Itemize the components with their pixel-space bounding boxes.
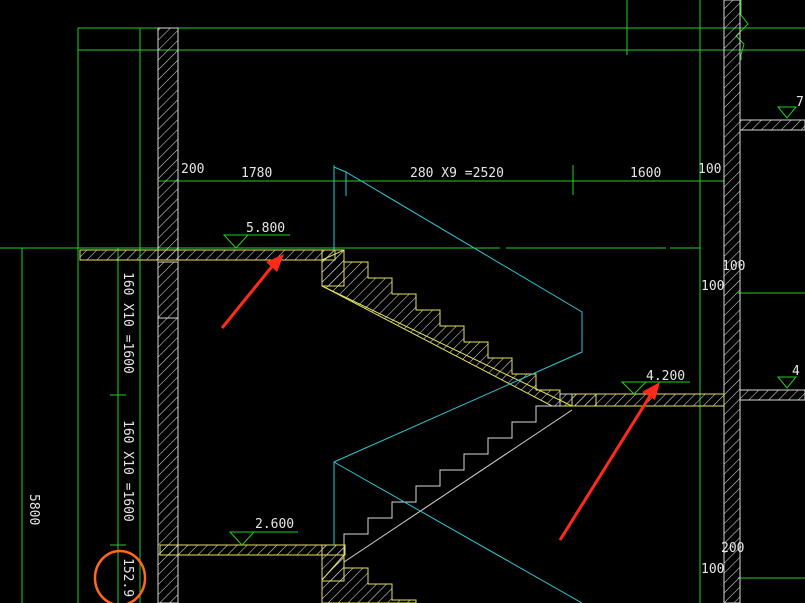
lower-stair-flight: [343, 393, 573, 563]
dim-100-right-a: 100: [722, 259, 745, 274]
upper-landing-slab: [79, 249, 345, 287]
dim-100-right-b: 100: [701, 279, 724, 294]
dim-200: 200: [181, 162, 204, 177]
level-marker-upper: [222, 234, 290, 249]
dim-100-right-c: 100: [701, 562, 724, 577]
left-wall: [157, 27, 179, 603]
dim-stair-run: 280 X9 =2520: [410, 166, 504, 181]
stair-outline-cyan: [333, 166, 583, 603]
dim-1780: 1780: [241, 166, 272, 181]
level-edge-mid: 4: [792, 364, 800, 379]
level-marker-mid: [620, 381, 690, 395]
dim-flight-lower: 160 X10 =1600: [120, 420, 135, 522]
dim-100-top: 100: [698, 162, 721, 177]
highlight-circle: [93, 549, 147, 603]
dim-circled-value: 152.9: [120, 558, 135, 597]
annotation-arrow-upper: [220, 254, 284, 329]
annotation-arrow-lower: [558, 382, 660, 541]
right-wall: [723, 0, 805, 603]
level-edge-top: 7: [796, 95, 804, 110]
level-marker-right: [776, 106, 798, 389]
upper-stair-flight: [321, 249, 573, 407]
dim-1600: 1600: [630, 166, 661, 181]
lower-landing-slab: [159, 544, 417, 603]
level-marker-lower: [228, 531, 298, 546]
dim-flight-upper: 160 X10 =1600: [120, 272, 135, 374]
level-4200: 4.200: [646, 369, 685, 384]
dim-200-right: 200: [721, 541, 744, 556]
dim-total-5800: 5800: [26, 494, 41, 525]
level-2600: 2.600: [255, 517, 294, 532]
level-5800: 5.800: [246, 221, 285, 236]
